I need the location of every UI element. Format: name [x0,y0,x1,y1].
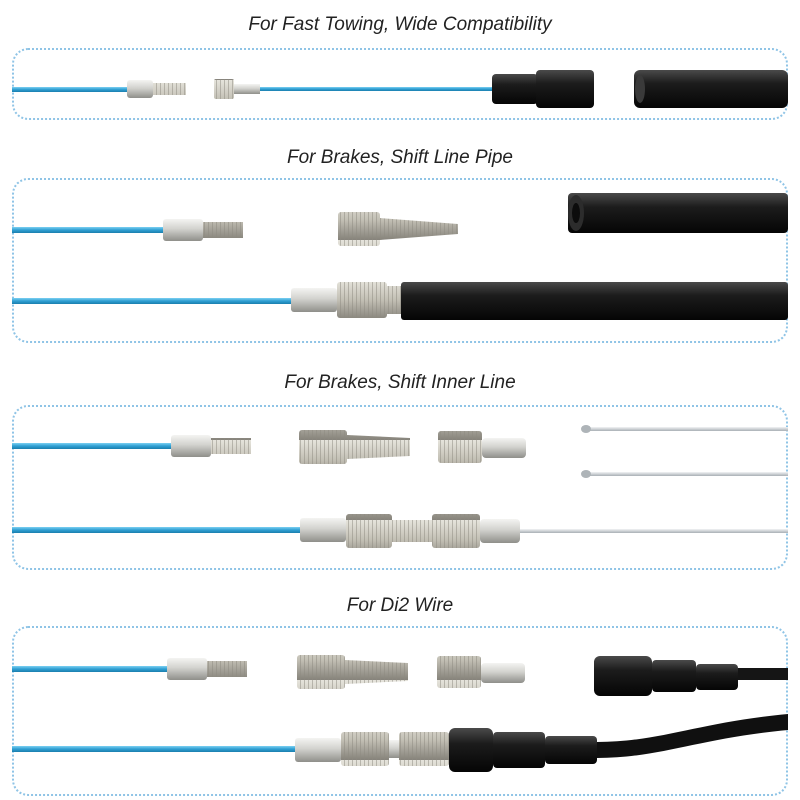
section-title-shift-line-pipe: For Brakes, Shift Line Pipe [287,147,513,168]
threaded-tip-2 [163,219,243,241]
di2-connector-4a [594,656,788,696]
housing-end-1 [634,70,788,108]
inner-wire-3b [581,470,788,478]
di2-connector-4b [449,714,788,772]
ferrule-adapter-4 [437,656,525,688]
tow-cable-2b [12,298,292,304]
black-sleeve-1 [492,70,594,108]
threaded-tip-1 [127,80,186,98]
tow-cable-4b [12,746,296,752]
tow-cable-1b [260,87,492,91]
knurled-screw-2 [338,212,458,246]
tow-cable-3a [12,443,172,449]
knurled-screw-4 [297,655,408,689]
ferrule-adapter-3 [438,431,526,463]
housing-2b [401,282,788,320]
section-title-di2-wire: For Di2 Wire [346,595,454,616]
threaded-tip-3 [171,435,251,457]
section-title-fast-towing: For Fast Towing, Wide Compatibility [248,14,552,35]
section-title-shift-inner-line: For Brakes, Shift Inner Line [284,372,516,393]
inner-wire-3c [520,529,788,533]
assembled-fitting-2 [291,282,401,318]
inner-wire-3a [581,425,788,433]
assembled-fitting-3 [300,514,520,548]
knurled-screw-3 [299,430,410,464]
tow-cable-3b [12,527,302,533]
knurled-adapter-1 [214,79,260,99]
tow-cable-1 [12,87,128,92]
assembled-fitting-4 [295,732,449,766]
threaded-tip-4 [167,658,247,680]
tow-cable-2a [12,227,164,233]
tow-cable-4a [12,666,168,672]
panel-shift-inner-line [12,405,788,570]
panel-di2-wire [12,626,788,796]
housing-2 [568,193,788,233]
